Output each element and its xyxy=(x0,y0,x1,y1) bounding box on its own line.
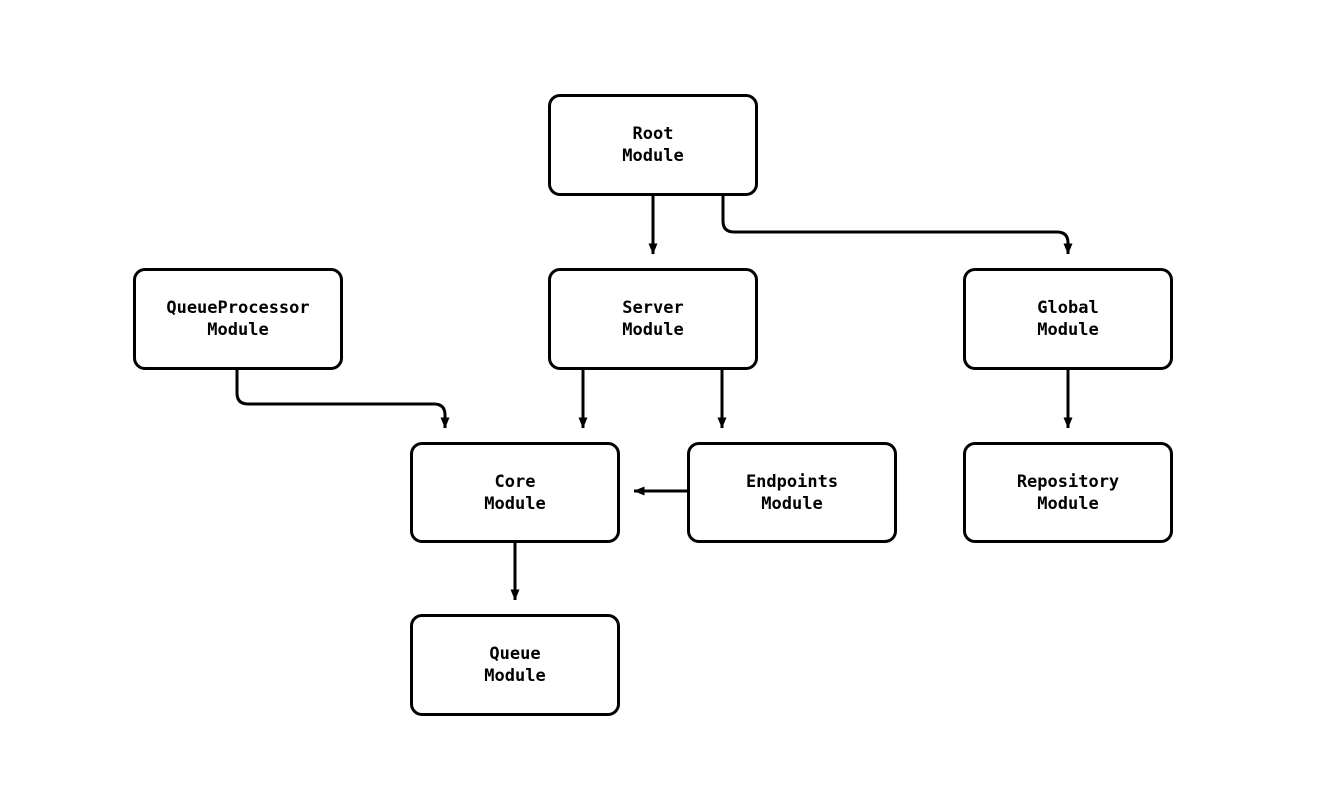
node-repository-module-label-line2: Module xyxy=(1037,493,1099,514)
node-server-module-label-line2: Module xyxy=(622,320,684,340)
edge-root-to-global xyxy=(721,196,1073,255)
node-queue-module[interactable]: Queue Module xyxy=(410,614,620,716)
node-root-module-label-line2: Module xyxy=(622,146,684,166)
node-queueprocessor-module[interactable]: QueueProcessor Module xyxy=(133,268,343,370)
node-root-module[interactable]: Root Module xyxy=(548,94,758,196)
node-repository-module[interactable]: Repository Module xyxy=(963,442,1173,543)
node-endpoints-module-label-line2: Module xyxy=(761,493,823,514)
node-queueprocessor-module-label-line2: Module xyxy=(207,320,269,340)
node-global-module-label-line2: Module xyxy=(1037,320,1099,340)
node-queue-module-label-line2: Module xyxy=(484,666,546,686)
node-root-module-label-line1: Root xyxy=(632,124,674,144)
node-endpoints-module-label-line1: Endpoints xyxy=(745,471,839,492)
edge-queueprocessor-to-core xyxy=(235,370,450,429)
node-queueprocessor-module-label-line1: QueueProcessor xyxy=(166,298,310,318)
node-repository-module-label-line1: Repository xyxy=(1016,471,1120,492)
node-global-module[interactable]: Global Module xyxy=(963,268,1173,370)
node-queue-module-label-line1: Queue xyxy=(489,644,541,664)
node-core-module-label-line1: Core xyxy=(494,471,536,492)
node-endpoints-module[interactable]: Endpoints Module xyxy=(687,442,897,543)
node-core-module[interactable]: Core Module xyxy=(410,442,620,543)
node-global-module-label-line1: Global xyxy=(1037,298,1099,318)
node-server-module[interactable]: Server Module xyxy=(548,268,758,370)
node-core-module-label-line2: Module xyxy=(484,493,546,514)
node-server-module-label-line1: Server xyxy=(622,298,684,318)
